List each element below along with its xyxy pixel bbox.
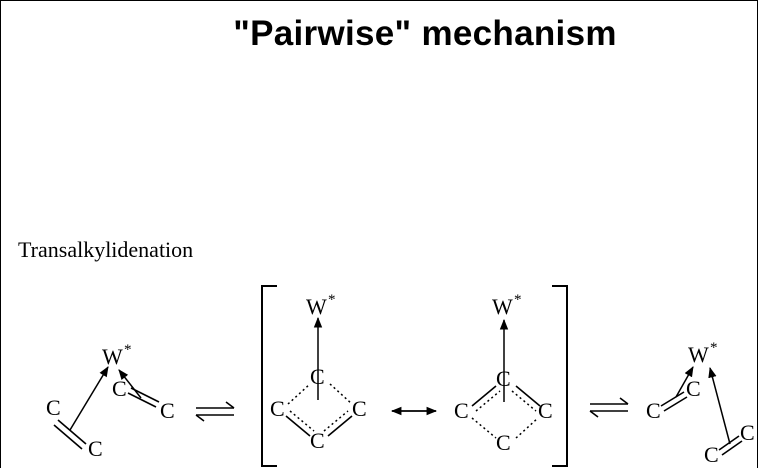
carbon-atom: C — [270, 396, 285, 421]
double-bond — [127, 392, 157, 408]
carbon-atom: C — [646, 398, 661, 423]
carbon-atom: C — [686, 376, 701, 401]
carbon-atom: C — [112, 376, 127, 401]
reactant-complex: W * C C C C — [46, 342, 175, 461]
tungsten-symbol: W — [102, 344, 123, 369]
equilibrium-arrows — [589, 397, 629, 418]
double-bond — [57, 419, 87, 445]
carbon-atom: C — [740, 420, 755, 445]
active-site-mark: * — [124, 342, 132, 358]
carbon-atom: C — [310, 428, 325, 453]
carbon-atom: C — [538, 398, 553, 423]
carbon-atom: C — [88, 436, 103, 461]
carbon-atom: C — [496, 366, 511, 391]
carbon-atom: C — [46, 395, 61, 420]
product-complex: W * C C C C — [646, 340, 755, 467]
coordination-arrow — [69, 366, 109, 431]
coordination-arrow — [118, 369, 142, 399]
transition-bracket — [261, 285, 568, 467]
carbon-atom: C — [704, 442, 719, 467]
active-site-mark: * — [710, 340, 718, 356]
carbon-atom: C — [496, 430, 511, 455]
carbon-atom: C — [454, 398, 469, 423]
coordination-arrow — [708, 366, 731, 445]
tungsten-symbol: W — [306, 294, 327, 319]
slide-title: "Pairwise" mechanism — [233, 14, 617, 53]
active-site-mark: * — [328, 292, 336, 308]
carbon-atom: C — [352, 396, 367, 421]
cyclic-intermediate-a: W * C C C C — [270, 292, 367, 453]
carbon-atom: C — [160, 398, 175, 423]
coordination-arrow — [675, 366, 694, 398]
carbon-atom: C — [310, 364, 325, 389]
cyclic-intermediate-b: W * C C C C — [454, 292, 553, 455]
reaction-label: Transalkylidenation — [18, 237, 194, 262]
equilibrium-arrows — [195, 401, 235, 422]
tungsten-symbol: W — [492, 294, 513, 319]
double-bond — [53, 424, 83, 450]
tungsten-symbol: W — [688, 342, 709, 367]
active-site-mark: * — [514, 292, 522, 308]
